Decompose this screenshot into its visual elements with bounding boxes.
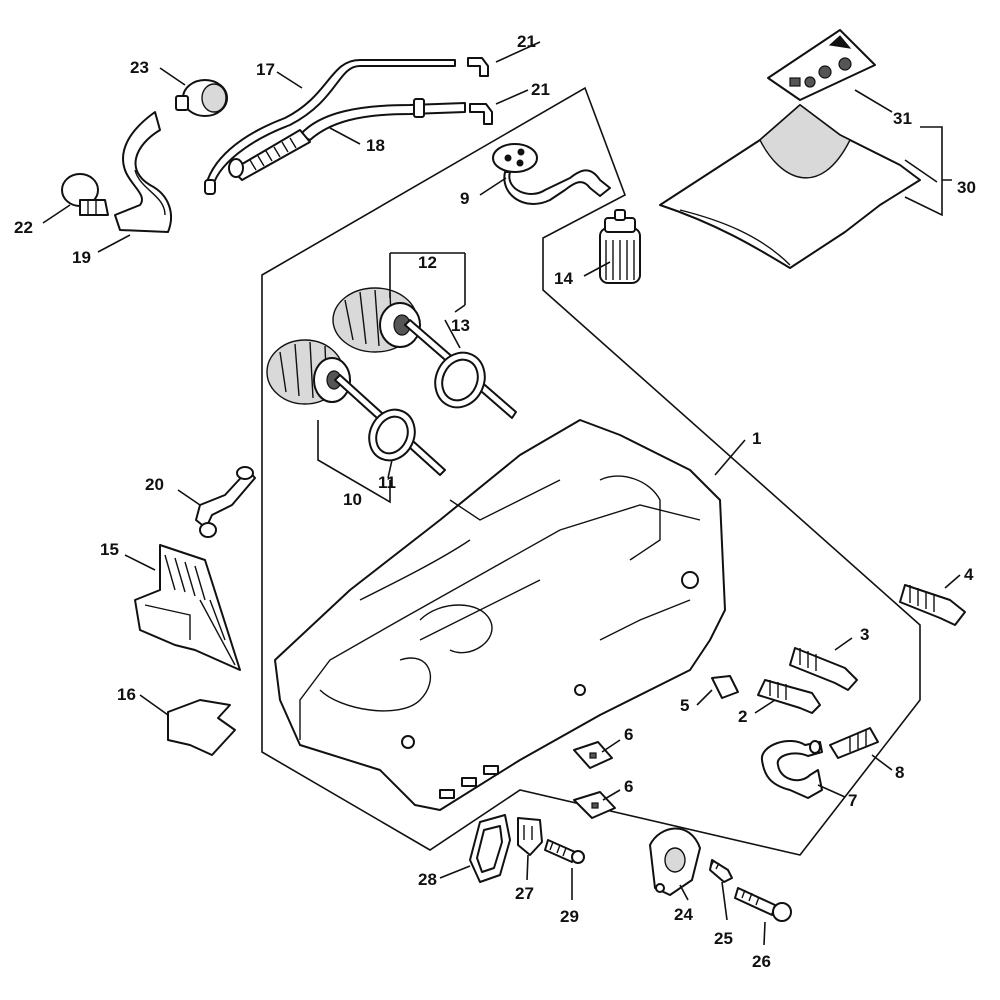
part-20-tube xyxy=(195,466,256,538)
part-11-o-ring xyxy=(368,408,416,462)
label-22: 22 xyxy=(14,218,33,237)
label-11: 11 xyxy=(378,473,396,492)
part-3-stud xyxy=(789,647,858,691)
label-12: 12 xyxy=(418,253,437,272)
part-19-bracket xyxy=(114,111,172,233)
label-23: 23 xyxy=(130,58,149,77)
label-3: 3 xyxy=(860,625,869,644)
part-17-fuel-hose xyxy=(204,59,456,195)
label-15: 15 xyxy=(100,540,119,559)
label-25: 25 xyxy=(714,929,733,948)
label-8: 8 xyxy=(895,763,904,782)
part-4-stud xyxy=(899,584,966,626)
label-5: 5 xyxy=(680,696,689,715)
label-9: 9 xyxy=(460,189,469,208)
label-6-upper: 6 xyxy=(624,725,633,744)
part-5-plug xyxy=(711,675,739,699)
label-10: 10 xyxy=(343,490,362,509)
label-14: 14 xyxy=(554,269,573,288)
part-23-primer-bulb xyxy=(175,79,228,117)
label-6-lower: 6 xyxy=(624,777,633,796)
label-13: 13 xyxy=(451,316,470,335)
part-10-assembly xyxy=(266,339,446,476)
part-28-gasket xyxy=(469,814,511,883)
part-27-clip xyxy=(517,817,543,856)
label-20: 20 xyxy=(145,475,164,494)
part-1-crankcase xyxy=(274,419,726,811)
part-9-intake-elbow xyxy=(492,143,611,205)
label-31: 31 xyxy=(893,109,912,128)
part-29-screw xyxy=(544,839,585,864)
part-21-fitting-top xyxy=(467,57,489,77)
part-25-screw xyxy=(709,859,733,883)
label-24: 24 xyxy=(674,905,693,924)
label-17: 17 xyxy=(256,60,275,79)
part-6-pad-upper xyxy=(573,741,613,769)
part-21-fitting-bottom xyxy=(469,103,493,125)
part-15-grille xyxy=(134,544,241,671)
label-4: 4 xyxy=(964,565,974,584)
part-2-stud xyxy=(757,679,821,714)
label-27: 27 xyxy=(515,884,534,903)
part-14-fuel-filter xyxy=(599,209,641,284)
callout-labels: 1 2 3 4 5 6 6 7 8 9 10 11 12 13 14 15 16… xyxy=(14,32,976,971)
label-29: 29 xyxy=(560,907,579,926)
label-16: 16 xyxy=(117,685,136,704)
label-28: 28 xyxy=(418,870,437,889)
label-30: 30 xyxy=(957,178,976,197)
part-22-valve xyxy=(61,173,109,216)
part-26-screw xyxy=(734,887,792,922)
leader-lines xyxy=(42,41,961,946)
label-21-bottom: 21 xyxy=(531,80,550,99)
part-24-seal xyxy=(649,827,701,896)
label-1: 1 xyxy=(752,429,761,448)
part-18-impulse-hose xyxy=(228,98,466,181)
label-18: 18 xyxy=(366,136,385,155)
label-7: 7 xyxy=(848,791,857,810)
crankcase-group-outline xyxy=(261,86,921,856)
part-7-hose xyxy=(760,740,823,799)
part-8-fitting xyxy=(829,727,879,759)
part-16-clip xyxy=(167,699,236,756)
bracket-30-31 xyxy=(904,126,952,217)
label-19: 19 xyxy=(72,248,91,267)
part-30-cover xyxy=(659,104,921,269)
label-2: 2 xyxy=(738,707,747,726)
part-13-o-ring xyxy=(434,351,486,409)
part-31-label xyxy=(767,29,876,101)
label-21-top: 21 xyxy=(517,32,536,51)
label-26: 26 xyxy=(752,952,771,971)
